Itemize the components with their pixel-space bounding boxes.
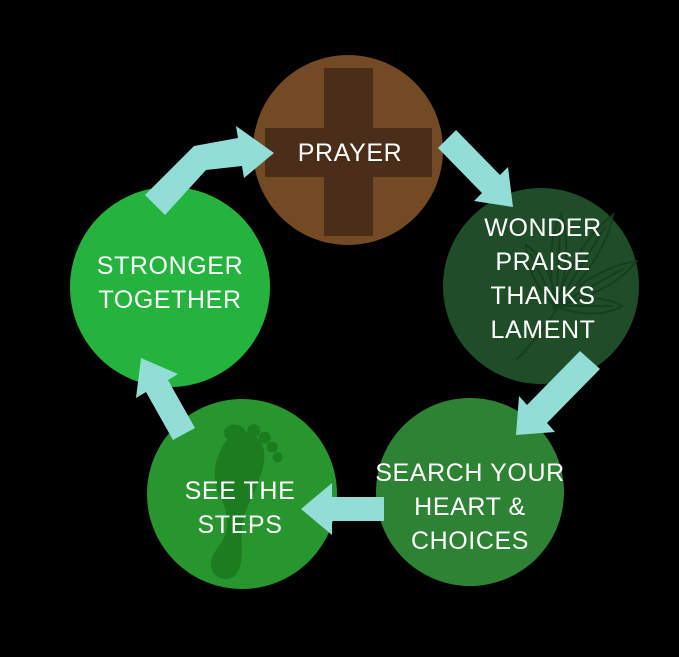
arrow-stronger-to-prayer [145, 126, 274, 215]
label-line: STRONGER [96, 252, 244, 280]
label-search-your-heart-and-choices: SEARCH YOUR HEART & CHOICES [375, 456, 565, 558]
label-line: SEE THE [184, 477, 296, 505]
arrow-search-to-see [301, 483, 384, 535]
cross-icon [265, 68, 432, 236]
label-see-the-steps: SEE THE STEPS [185, 474, 296, 542]
label-line: HEART & [414, 493, 526, 521]
arrow-prayer-to-wonder [438, 130, 513, 207]
label-prayer: PRAYER [298, 136, 403, 170]
label-line: PRAISE [495, 248, 591, 276]
label-stronger-together: STRONGER TOGETHER [97, 249, 243, 317]
label-wonder-praise-thanks-lament: WONDER PRAISE THANKS LAMENT [484, 211, 601, 347]
label-line: CHOICES [410, 527, 530, 555]
label-line: SEARCH YOUR [375, 459, 565, 487]
arrow-see-to-stronger [136, 358, 195, 440]
label-line: PRAYER [297, 139, 403, 167]
label-line: TOGETHER [98, 286, 242, 314]
label-line: STEPS [197, 511, 283, 539]
circle-search-your-heart-and-choices [376, 398, 564, 586]
circle-stronger-together [70, 187, 270, 387]
arrow-wonder-to-search [516, 351, 600, 435]
footprint-icon [211, 424, 283, 579]
label-line: WONDER [484, 214, 602, 242]
leaf-icon [516, 211, 639, 360]
label-line: THANKS [490, 282, 596, 310]
label-line: LAMENT [490, 316, 596, 344]
